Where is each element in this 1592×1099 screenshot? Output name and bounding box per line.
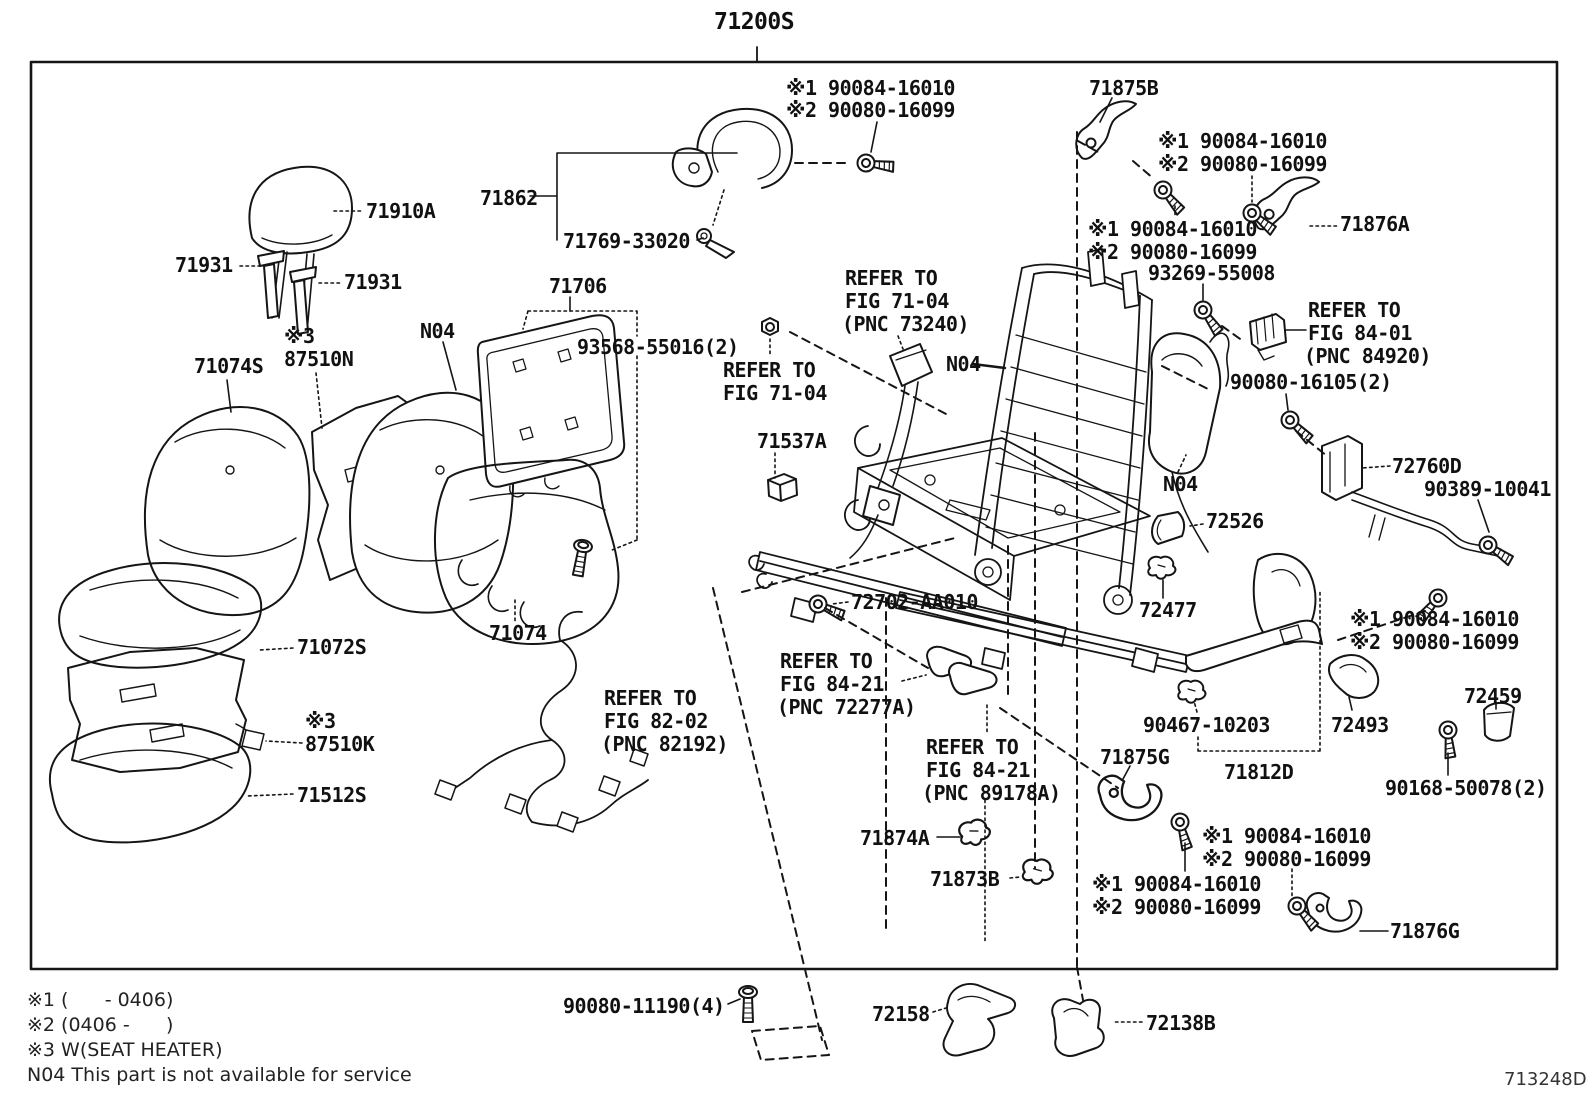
ref-note: (PNC 72277A) — [777, 695, 916, 719]
part-label: N04 — [420, 319, 455, 343]
ref-note: (PNC 89178A) — [922, 781, 1061, 805]
dashed-lines — [712, 131, 1426, 1061]
ref-note: REFER TO — [723, 358, 816, 382]
ref-note: FIG 84-21 — [926, 758, 1030, 782]
clips-art — [767, 473, 1207, 885]
part-label: 72158 — [872, 1002, 930, 1026]
legend-note-1: ※1 ( - 0406) — [27, 989, 174, 1011]
part-label: 71512S — [297, 783, 367, 807]
legend-note-3: ※3 W(SEAT HEATER) — [27, 1039, 223, 1061]
legend-note-2: ※2 (0406 - ) — [27, 1014, 174, 1036]
part-label: 90467-10203 — [1143, 713, 1270, 737]
recliner-cover-art — [1185, 552, 1515, 742]
part-label: 71876G — [1390, 919, 1460, 943]
lumbar-rod-art — [1321, 435, 1501, 557]
legend-note-n04: N04 This part is not available for servi… — [27, 1064, 412, 1086]
part-label: 71769-33020 — [563, 229, 690, 253]
headrest-support-art — [257, 250, 317, 335]
ref-note: (PNC 82192) — [601, 732, 728, 756]
part-label: 71876A — [1340, 212, 1410, 236]
part-label: 90168-50078(2) — [1385, 776, 1547, 800]
screw-note: ※1 90084-16010 — [1092, 872, 1261, 896]
diagram-border — [29, 46, 1559, 971]
seatback-cover2-art — [349, 391, 515, 614]
track-bracket-art — [926, 645, 998, 696]
part-label: 71931 — [175, 253, 233, 277]
screw-note: ※2 90080-16099 — [1088, 240, 1257, 264]
cushion-cover-art — [58, 562, 263, 669]
part-label: 90080-11190(4) — [563, 994, 725, 1018]
dotted-leaders — [239, 175, 1391, 1023]
screw-note: ※2 90080-16099 — [786, 98, 955, 122]
ref-note: REFER TO — [604, 686, 697, 710]
part-label: 71874A — [860, 826, 930, 850]
part-label: 87510K — [305, 732, 375, 756]
drawing-number: 713248D — [1504, 1069, 1587, 1090]
part-label: 71931 — [344, 270, 402, 294]
ref-note: REFER TO — [1308, 298, 1401, 322]
screw-note: ※2 90080-16099 — [1202, 847, 1371, 871]
part-label: 71910A — [366, 199, 436, 223]
part-label: 71074 — [489, 621, 547, 645]
part-label: 72477 — [1139, 598, 1197, 622]
fasteners-art — [567, 152, 1517, 1023]
part-label: N04 — [946, 352, 981, 376]
footnote-marker: ※3 — [305, 709, 336, 733]
bushing-art — [696, 228, 735, 259]
ref-note: FIG 71-04 — [845, 289, 949, 313]
ref-note: REFER TO — [845, 266, 938, 290]
relay-box-art — [1249, 313, 1287, 361]
part-label: 71875B — [1089, 76, 1159, 100]
ref-note: (PNC 73240) — [842, 312, 969, 336]
screw-note: ※2 90080-16099 — [1092, 895, 1261, 919]
screw-note: ※1 90084-16010 — [786, 76, 955, 100]
part-label: 71074S — [194, 354, 264, 378]
screw-note: ※2 90080-16099 — [1350, 630, 1519, 654]
part-label: 72702-AA010 — [851, 590, 978, 614]
part-label: 71812D — [1224, 760, 1294, 784]
ref-note: REFER TO — [926, 735, 1019, 759]
ref-note: REFER TO — [780, 649, 873, 673]
wire-harness-art — [434, 610, 649, 833]
part-label: 71706 — [549, 274, 607, 298]
part-label: 93269-55008 — [1148, 261, 1275, 285]
ref-note: FIG 84-01 — [1308, 321, 1412, 345]
part-label: 90389-10041 — [1424, 477, 1551, 501]
seatback-cover-art — [143, 406, 311, 616]
ref-note: (PNC 84920) — [1304, 344, 1431, 368]
part-label: 71873B — [930, 867, 1000, 891]
part-label: N04 — [1163, 472, 1198, 496]
seatback-pad-art — [434, 458, 620, 646]
seatback-board-art — [476, 314, 626, 498]
leader-lines — [226, 97, 1497, 1005]
part-label: 71537A — [757, 429, 827, 453]
screw-note: ※1 90084-16010 — [1350, 607, 1519, 631]
part-label: 72138B — [1146, 1011, 1216, 1035]
part-label: 87510N — [284, 347, 354, 371]
part-label: 71072S — [297, 635, 367, 659]
ref-note: FIG 84-21 — [780, 672, 884, 696]
screw-note: ※1 90084-16010 — [1088, 217, 1257, 241]
track-cover-art — [942, 983, 1105, 1057]
cushion-heater-art — [67, 647, 265, 773]
ref-note: FIG 71-04 — [723, 381, 827, 405]
belt-buckle-art — [849, 343, 933, 559]
part-label: 90080-16105(2) — [1230, 370, 1392, 394]
headrest-guide-art — [671, 107, 793, 189]
screw-note: ※2 90080-16099 — [1158, 152, 1327, 176]
screw-note: ※1 90084-16010 — [1202, 824, 1371, 848]
part-label: 72459 — [1464, 684, 1522, 708]
footnote-marker: ※3 — [284, 324, 315, 348]
ref-note: FIG 82-02 — [604, 709, 708, 733]
assembly-number-label: 71200S — [714, 9, 795, 35]
part-label: 72493 — [1331, 713, 1389, 737]
part-label: 72526 — [1206, 509, 1264, 533]
part-label: 71875G — [1100, 745, 1170, 769]
part-label: 72760D — [1392, 454, 1462, 478]
part-label: 71862 — [480, 186, 538, 210]
part-label: 93568-55016(2) — [577, 335, 739, 359]
cushion-pad-art — [48, 722, 252, 844]
screw-note: ※1 90084-16010 — [1158, 129, 1327, 153]
